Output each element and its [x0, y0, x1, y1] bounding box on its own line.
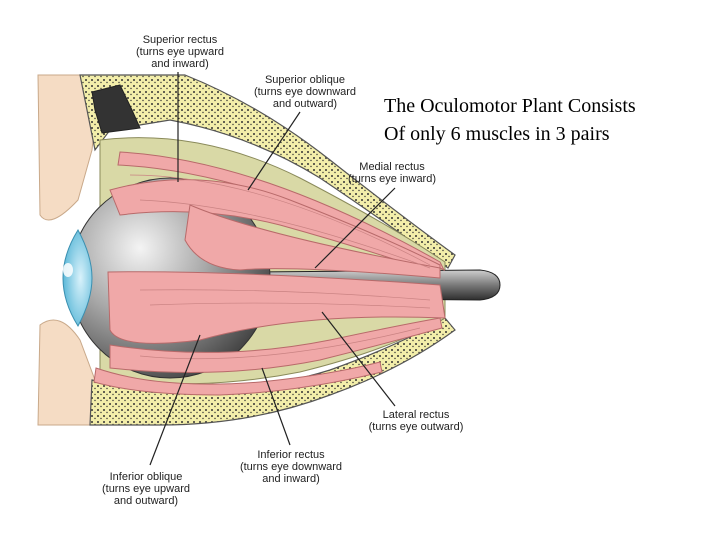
leader-superior-oblique: [247, 111, 301, 191]
label-lateral-rectus: Lateral rectus (turns eye outward): [356, 409, 476, 433]
sinus-cavity: [91, 84, 141, 134]
label-medial-rectus-desc1: (turns eye inward): [347, 173, 437, 185]
leader-inferior-oblique: [149, 334, 201, 466]
label-lateral-rectus-desc1: (turns eye outward): [368, 421, 464, 433]
inferior-oblique-muscle: [93, 361, 383, 396]
headline-line-1: The Oculomotor Plant Consists: [384, 95, 636, 117]
label-superior-oblique-desc2: and outward): [272, 98, 338, 110]
upper-eyelid: [37, 74, 101, 221]
leader-lines: [149, 72, 396, 466]
label-superior-rectus-name: Superior rectus: [142, 34, 218, 46]
label-inferior-rectus-desc2: and inward): [262, 473, 320, 485]
medial-rectus-muscle: [184, 204, 441, 279]
cornea-highlight: [63, 263, 73, 277]
label-superior-rectus-desc1: (turns eye upward: [135, 46, 225, 58]
superior-oblique-muscle: [117, 151, 446, 272]
label-inferior-rectus-name: Inferior rectus: [257, 449, 325, 461]
label-superior-oblique-name: Superior oblique: [264, 74, 346, 86]
headline-line-2: Of only 6 muscles in 3 pairs: [384, 123, 610, 145]
label-inferior-oblique-desc2: and outward): [113, 495, 179, 507]
label-superior-rectus-desc2: and inward): [151, 58, 209, 70]
label-medial-rectus: Medial rectus (turns eye inward): [332, 161, 452, 185]
label-inferior-rectus-desc1: (turns eye downward: [239, 461, 343, 473]
label-inferior-oblique: Inferior oblique (turns eye upward and o…: [86, 471, 206, 507]
headline: The Oculomotor Plant Consists Of only 6 …: [384, 92, 636, 148]
muscle-striations: [129, 174, 431, 360]
label-inferior-oblique-name: Inferior oblique: [109, 471, 183, 483]
label-superior-rectus: Superior rectus (turns eye upward and in…: [120, 34, 240, 70]
label-inferior-rectus: Inferior rectus (turns eye downward and …: [226, 449, 356, 485]
label-medial-rectus-name: Medial rectus: [359, 161, 425, 173]
leader-medial-rectus: [314, 187, 396, 269]
label-inferior-oblique-desc1: (turns eye upward: [101, 483, 191, 495]
label-superior-oblique-desc1: (turns eye downward: [253, 86, 357, 98]
leader-inferior-rectus: [261, 367, 291, 446]
label-superior-oblique: Superior oblique (turns eye downward and…: [240, 74, 370, 110]
label-lateral-rectus-name: Lateral rectus: [382, 409, 450, 421]
leader-lateral-rectus: [321, 311, 396, 407]
